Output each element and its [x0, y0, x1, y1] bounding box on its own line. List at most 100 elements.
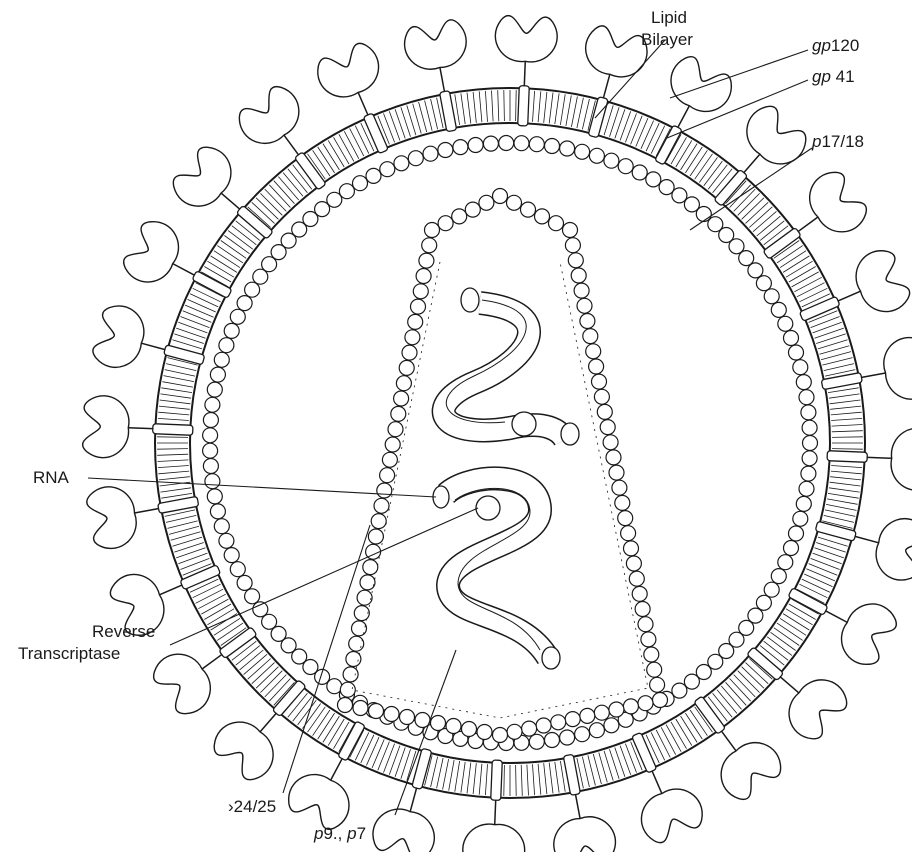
gp41-stalk [173, 264, 197, 277]
rna-strand-upper-end [461, 288, 479, 312]
matrix-bead [789, 345, 804, 360]
capsid-bead [382, 452, 397, 467]
gp120-knob-shape [494, 15, 558, 63]
label-lipid: Lipid [651, 8, 687, 27]
gp41-stalk [603, 74, 610, 100]
gp41-stalk [853, 536, 879, 543]
gp120-knob [865, 427, 912, 491]
capsid-bead [635, 602, 650, 617]
gp41-stalk [823, 610, 847, 623]
gp120-knob-shape [369, 803, 441, 852]
gp41-stalk [720, 729, 736, 751]
gp41-stalk [358, 92, 369, 117]
gp120-knob-shape [662, 52, 738, 121]
gp120-knob-shape [312, 39, 387, 105]
gp120-knob-shape [550, 812, 619, 852]
gp120-knob-shape [82, 395, 130, 459]
capsid-bead [521, 202, 536, 217]
matrix-bead [771, 569, 786, 584]
capsid-bead [653, 693, 668, 708]
gp120-knob-shape [148, 644, 221, 721]
capsid-bead [589, 359, 604, 374]
capsid-bead [354, 606, 369, 621]
gp120-knob-shape [778, 669, 853, 745]
matrix-bead [778, 316, 793, 331]
matrix-bead [366, 168, 381, 183]
capsid-bead [606, 450, 621, 465]
matrix-bead [796, 496, 811, 511]
gp120-knob [494, 15, 558, 88]
matrix-bead [646, 172, 661, 187]
capsid-bead [621, 526, 636, 541]
matrix-bead [545, 733, 560, 748]
capsid-bead [419, 253, 434, 268]
capsid-bead [624, 541, 639, 556]
gp120-knob [859, 334, 912, 403]
matrix-bead [575, 144, 590, 159]
capsid-bead [609, 702, 624, 717]
matrix-bead [205, 397, 220, 412]
matrix-bead [339, 184, 354, 199]
reverse-transcriptase-lower [476, 496, 500, 520]
matrix-bead [793, 360, 808, 375]
capsid-bead [396, 376, 411, 391]
matrix-bead [801, 405, 816, 420]
capsid-bead [638, 617, 653, 632]
gp120-knob [550, 792, 619, 852]
matrix-bead [778, 555, 793, 570]
label-p24-25: ›24/25 [228, 797, 276, 816]
capsid-bead [615, 495, 630, 510]
matrix-bead [618, 159, 633, 174]
capsid-bead [422, 238, 437, 253]
gp120-knob [85, 483, 161, 552]
matrix-bead [207, 489, 222, 504]
gp41-stalk [284, 135, 300, 157]
label-reverse: Reverse [92, 622, 155, 641]
matrix-bead [224, 548, 239, 563]
rna-strand-lower-tail [542, 647, 560, 669]
capsid-bead [388, 422, 403, 437]
matrix-bead [203, 428, 218, 443]
capsid-bead [571, 268, 586, 283]
matrix-bead [214, 519, 229, 534]
lipid-bilayer-membrane [153, 86, 868, 801]
gp120-knob [167, 140, 242, 216]
matrix-bead [793, 511, 808, 526]
capsid-bead [597, 404, 612, 419]
capsid-bead [638, 696, 653, 711]
gp120-knob-shape [890, 427, 912, 491]
capsid-bead [360, 575, 375, 590]
matrix-bead [803, 436, 818, 451]
matrix-bead [659, 180, 674, 195]
matrix-bead [672, 188, 687, 203]
gp41-stalk [865, 457, 892, 458]
matrix-bead [575, 727, 590, 742]
gp41-stalk [134, 508, 161, 513]
matrix-bead [756, 276, 771, 291]
capsid-bead [462, 722, 477, 737]
capsid-bead [340, 682, 355, 697]
matrix-bead [545, 139, 560, 154]
gp41-stalk [836, 291, 861, 302]
gp120-knob [836, 245, 912, 320]
capsid-bead [551, 715, 566, 730]
gp120-knob-shape [799, 165, 872, 242]
capsid-bead [650, 677, 665, 692]
capsid-bead [446, 719, 461, 734]
matrix-bead [205, 474, 220, 489]
capsid-bead [349, 636, 364, 651]
capsid-bead [594, 705, 609, 720]
gp120-knob [119, 215, 197, 291]
gp41-stalk [331, 756, 344, 780]
capsid-bead [346, 652, 361, 667]
matrix-bead [219, 338, 234, 353]
gp120-knob-shape [207, 711, 283, 786]
matrix-bead [764, 289, 779, 304]
gp120-knob-shape [119, 215, 188, 291]
matrix-bead [604, 718, 619, 733]
matrix-bead [203, 413, 218, 428]
capsid-bead [565, 712, 580, 727]
gp120-knob [312, 39, 387, 117]
gp120-knob-shape [848, 245, 912, 320]
capsid-bead [402, 345, 417, 360]
